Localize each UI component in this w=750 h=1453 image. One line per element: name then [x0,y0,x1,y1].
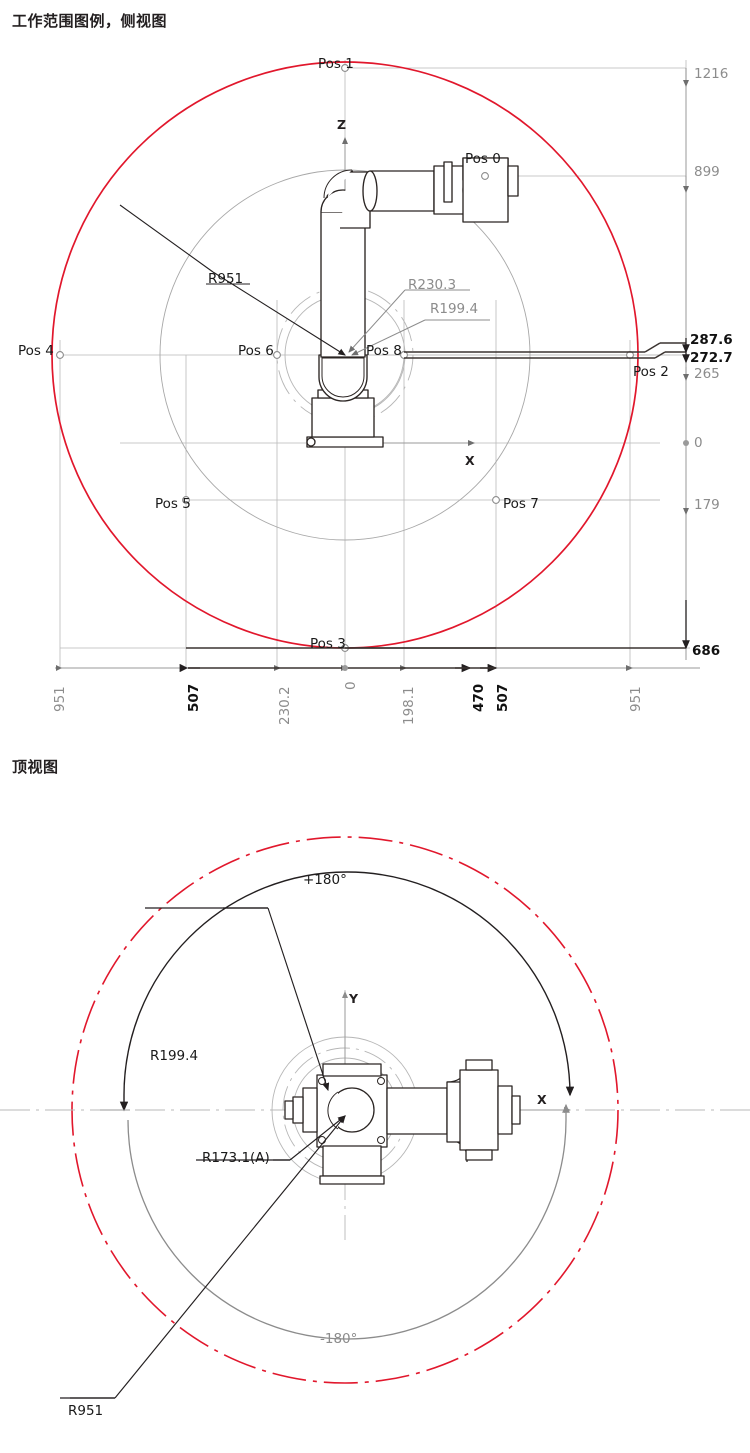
dim-951-right: 951 [628,686,644,712]
label-pos1: Pos 1 [318,56,354,72]
top-view-title: 顶视图 [12,758,59,776]
axis-label-z: Z [337,117,347,132]
axis-label-x-top: X [537,1092,547,1107]
dim-951-left: 951 [52,686,68,712]
label-r951-top: R951 [68,1403,104,1419]
pos7-marker [492,496,500,504]
dim-1216: 1216 [694,66,729,82]
dim-230-2: 230.2 [277,686,293,725]
dim-272-7: 272.7 [690,350,733,366]
label-pos7: Pos 7 [503,496,539,512]
dim-686: 686 [692,643,721,659]
dim-0-h: 0 [343,681,359,690]
pos4-marker [56,351,64,359]
label-pos3: Pos 3 [310,636,346,652]
axis-label-x-side: X [465,453,475,468]
label-pos2: Pos 2 [633,364,669,380]
label-pos6: Pos 6 [238,343,274,359]
pos0-marker [481,172,489,180]
dim-179: 179 [694,497,720,513]
label-r230-3: R230.3 [408,277,457,293]
pos6-marker [273,351,281,359]
label-pos8: Pos 8 [366,343,402,359]
axis-label-y-top: Y [349,991,359,1006]
label-r173-1-a: R173.1(A) [202,1150,270,1166]
label-pos4: Pos 4 [18,343,54,359]
label-minus-180: -180° [320,1331,358,1347]
label-r199-4-side: R199.4 [430,301,479,317]
dim-899: 899 [694,164,720,180]
dim-0-v: 0 [694,435,703,451]
label-pos0: Pos 0 [465,151,501,167]
side-view-title: 工作范围图例，侧视图 [12,12,168,30]
dim-265: 265 [694,366,720,382]
label-r951-side: R951 [208,271,244,287]
dim-507-left: 507 [186,683,202,712]
top-view-drawing [0,836,750,1399]
dim-470: 470 [471,683,487,712]
label-r199-4-top: R199.4 [150,1048,199,1064]
pos1-marker [341,64,349,72]
dim-287-6: 287.6 [690,332,733,348]
side-view-drawing [51,60,700,673]
label-pos5: Pos 5 [155,496,191,512]
pos5-marker [182,496,190,504]
dim-507-right: 507 [495,683,511,712]
label-plus-180: +180° [303,872,347,888]
dim-198-1: 198.1 [401,686,417,725]
